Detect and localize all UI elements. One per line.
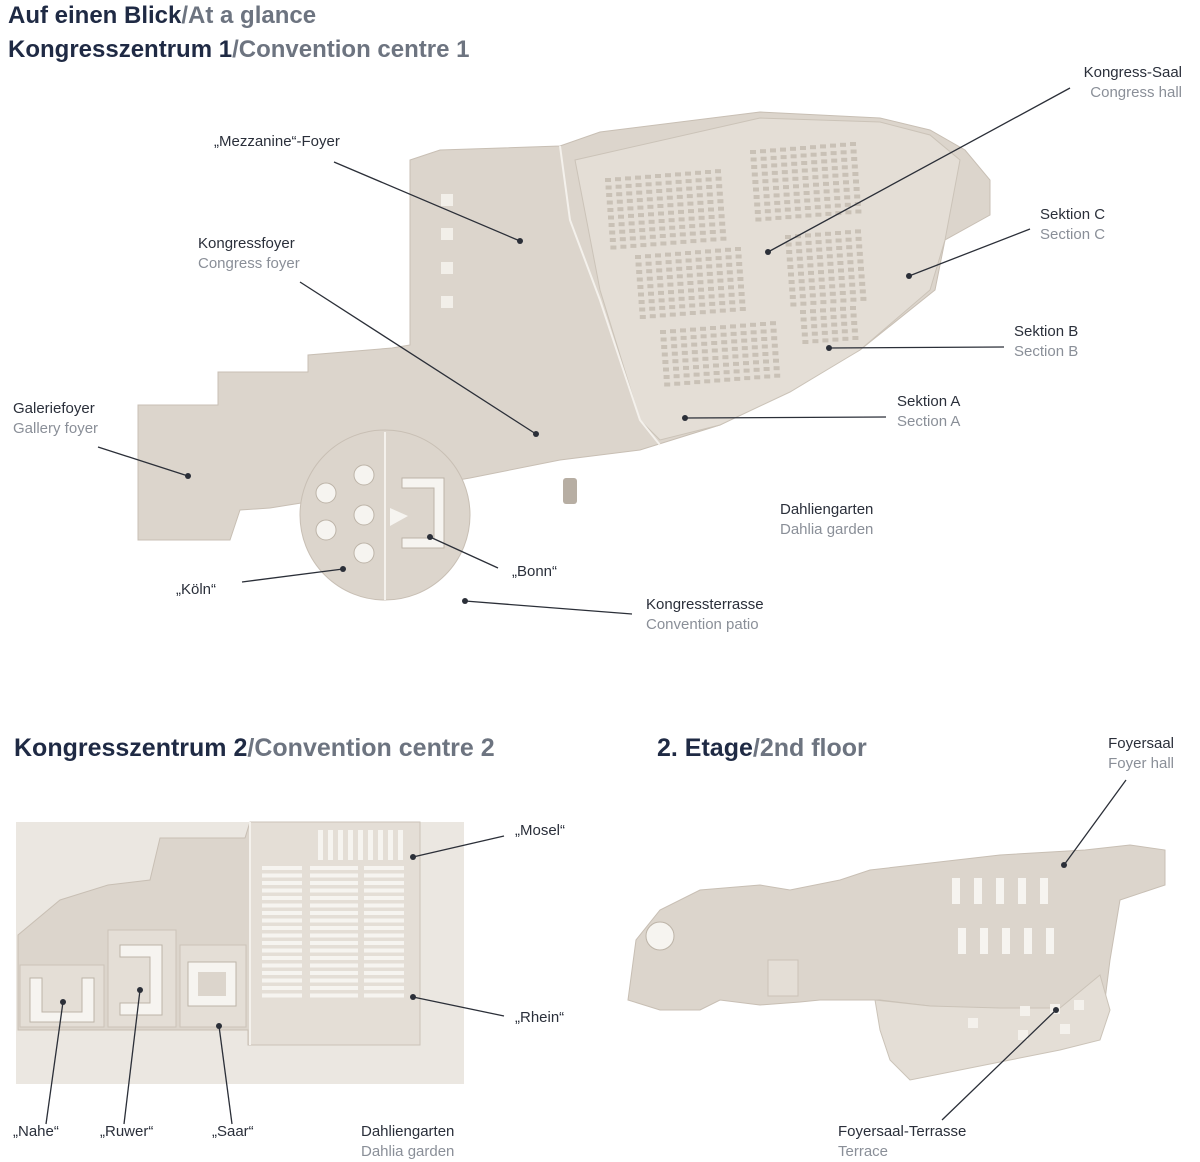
label-rhein: „Rhein“ [515, 1009, 565, 1026]
label-bonn: „Bonn“ [512, 563, 558, 580]
cc1-plan [137, 111, 991, 601]
main-heading: Auf einen Blick/At a glance [8, 2, 317, 29]
cc2-plan [16, 821, 464, 1084]
koeln-tables [315, 464, 375, 564]
label-mezzanine-foyer: „Mezzanine“-Foyer [214, 133, 340, 150]
label-ruwer: „Ruwer“ [100, 1123, 154, 1140]
floor2-plan [627, 844, 1166, 1081]
mosel-rhein-seating [262, 830, 404, 998]
cc1-heading: Kongresszentrum 1/Convention centre 1 [8, 36, 470, 63]
label-mosel: „Mosel“ [515, 822, 566, 839]
floor2-building [627, 844, 1166, 1011]
floor2-small-room [767, 959, 799, 997]
foyer-wall [559, 145, 661, 446]
foyersaal-terrasse-area [874, 974, 1111, 1081]
mezzanine-pillars [441, 194, 453, 308]
label-koeln: „Köln“ [176, 581, 217, 598]
bonn-podium-icon [390, 508, 408, 526]
foyersaal-tables [952, 878, 1054, 954]
floor2-heading: 2. Etage/2nd floor [657, 734, 867, 762]
ruwer-u-table [119, 944, 163, 1016]
cc1-leaders [97, 87, 1071, 615]
label-nahe: „Nahe“ [13, 1123, 59, 1140]
label-saar: „Saar“ [212, 1123, 254, 1140]
congress-hall-seating [605, 142, 867, 387]
cc2-leaders [45, 835, 505, 1125]
cc2-heading: Kongresszentrum 2/Convention centre 2 [14, 734, 495, 762]
floor2-leaders [941, 779, 1127, 1121]
car-icon [563, 478, 577, 504]
floor2-round-table [645, 921, 675, 951]
